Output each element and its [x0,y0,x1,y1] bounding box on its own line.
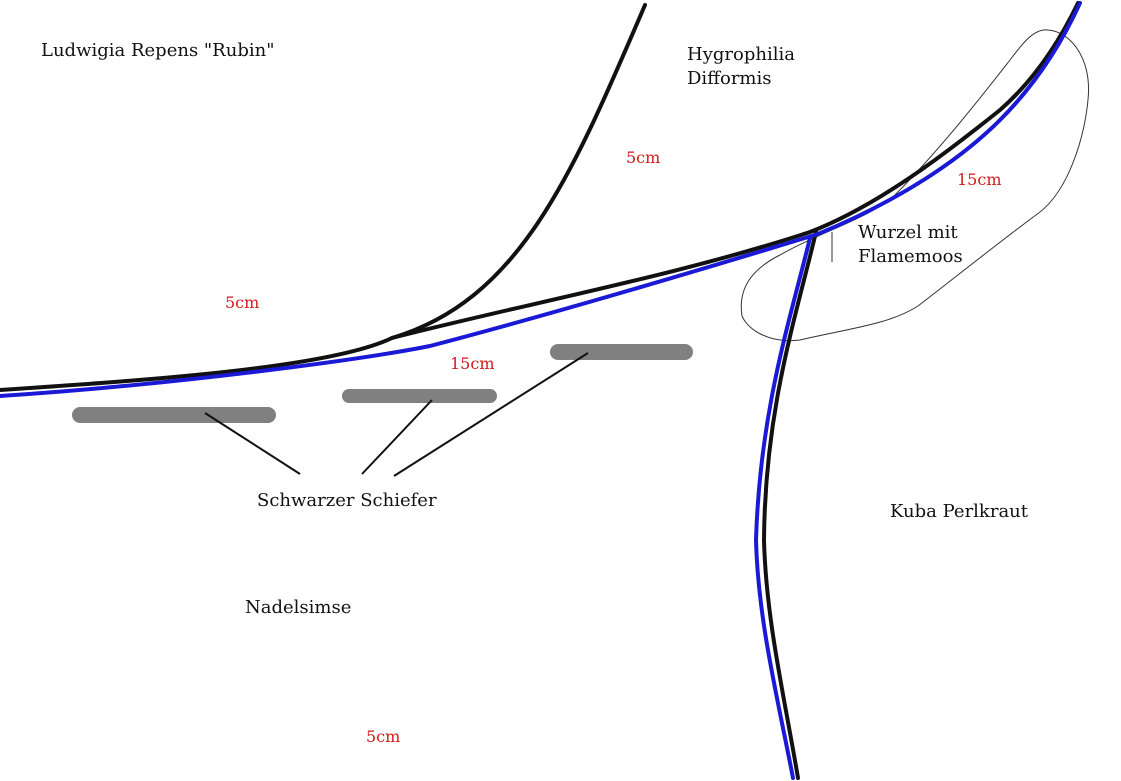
black-divider-branch-up [390,3,647,340]
depth-label-top-center: 5cm [626,148,661,167]
label-kuba-perlkraut: Kuba Perlkraut [890,501,1029,522]
blue-divider-branch-down [753,236,812,780]
depth-label-left: 5cm [225,293,260,312]
label-schwarzer-schiefer: Schwarzer Schiefer [257,490,437,511]
slate-pointer-right [393,352,589,477]
black-divider-branch-down [761,230,818,780]
label-hygrophilia-line1: Hygrophilia [687,44,795,65]
slate-pointer-left [204,412,301,475]
root-outline [740,29,1089,342]
depth-label-middle: 15cm [450,354,495,373]
slate-pointer-middle [361,399,433,475]
label-nadelsimse: Nadelsimse [245,597,352,618]
label-wurzel-line1: Wurzel mit [858,222,958,243]
label-ludwigia: Ludwigia Repens "Rubin" [41,40,275,61]
depth-label-bottom: 5cm [366,727,401,746]
depth-label-top-right: 15cm [957,170,1002,189]
blue-divider-main [0,1,1082,398]
black-divider-main [0,1,1080,392]
label-hygrophilia-line2: Difformis [687,68,772,89]
label-wurzel-line2: Flamemoos [858,246,963,267]
